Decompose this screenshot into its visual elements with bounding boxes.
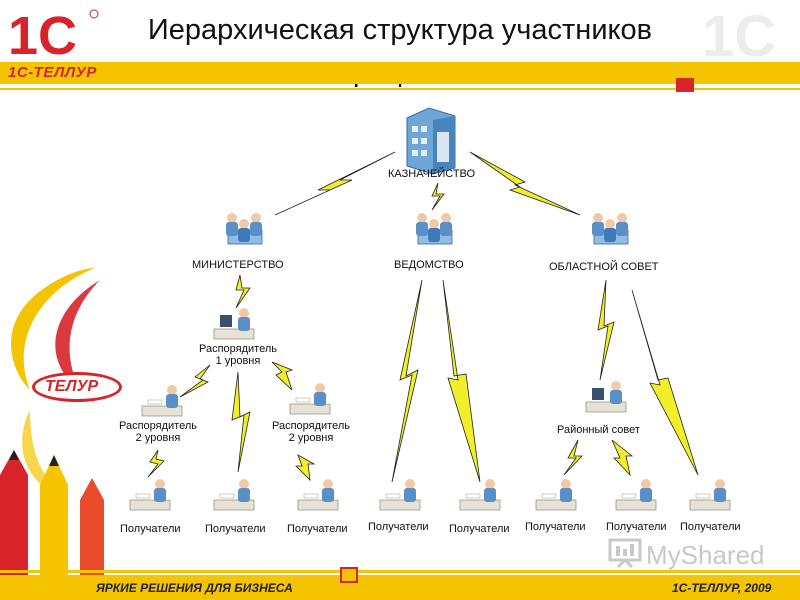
node-label-district-council: Районный совет: [557, 424, 640, 436]
connections: [147, 151, 699, 483]
recipient-label: Получатели: [606, 521, 667, 533]
link-ministry-manager1: [235, 274, 251, 309]
red-square-marker: [676, 78, 694, 92]
link-manager1-manager2right: [271, 361, 294, 391]
node-label-manager1: Распорядитель 1 уровня: [183, 343, 293, 367]
link-treasury-agency: [431, 182, 445, 211]
recipient-label: Получатели: [205, 523, 266, 535]
1c-logo-faded: 1С: [702, 4, 776, 64]
node-label-treasury: КАЗНАЧЕЙСТВО: [388, 168, 476, 180]
worker-icon-recipient: [129, 479, 171, 511]
worker-icon-recipient: [379, 479, 421, 511]
worker-icon-district: [585, 381, 627, 413]
brand-label: 1С-ТЕЛЛУР: [8, 64, 97, 81]
link-manager1-recipient2: [231, 371, 251, 473]
node-label-manager2-left: Распорядитель 2 уровня: [103, 420, 213, 444]
node-label-agency: ВЕДОМСТВО: [394, 259, 464, 271]
link-treasury-regional: [469, 151, 581, 216]
footer-company-year: 1С-ТЕЛЛУР, 2009: [672, 581, 772, 595]
worker-icon-recipient: [297, 479, 339, 511]
link-agency-recipient5: [442, 279, 481, 483]
pencil-icon: [0, 450, 104, 580]
worker-icon-recipient: [459, 479, 501, 511]
worker-icon-recipient: [615, 479, 657, 511]
footer-band-yellow: [0, 570, 800, 573]
page-title-line1: Иерархическая структура участников: [147, 14, 653, 46]
node-label-manager2-right-line1: Распорядитель: [272, 420, 350, 432]
footer-band: [0, 575, 800, 600]
meeting-icon-ministry: [226, 213, 263, 245]
node-label-ministry: МИНИСТЕРСТВО: [192, 259, 284, 271]
building-icon: [406, 107, 456, 175]
link-manager1-manager2left: [179, 364, 211, 398]
worker-icon-recipient: [213, 479, 255, 511]
link-regional-district: [597, 279, 615, 381]
worker-icon-manager2-left: [141, 385, 183, 417]
header-band-line: [0, 88, 800, 90]
telur-logo-text: ТЕЛУР: [45, 378, 99, 395]
recipient-label: Получатели: [680, 521, 741, 533]
recipient-label: Получатели: [368, 521, 429, 533]
worker-icon-recipient: [535, 479, 577, 511]
node-label-manager2-left-line2: 2 уровня: [135, 432, 181, 444]
header-band: [0, 62, 800, 84]
1c-logo: 1С: [8, 6, 99, 62]
node-label-manager1-line2: 1 уровня: [215, 355, 261, 367]
1c-logo-text: 1С: [8, 6, 77, 62]
link-district-recipient6: [563, 439, 583, 476]
footer-red-square: [340, 567, 358, 583]
node-label-manager2-right-line2: 2 уровня: [288, 432, 334, 444]
recipient-label: Получатели: [287, 523, 348, 535]
recipient-label: Получатели: [120, 523, 181, 535]
node-label-manager1-line1: Распорядитель: [199, 343, 277, 355]
link-manager2right-recipient3: [295, 454, 316, 482]
worker-icon-manager2-right: [289, 383, 331, 415]
meeting-icon-regional: [592, 213, 629, 245]
worker-icon-recipient: [689, 479, 731, 511]
link-regional-recipient8: [631, 289, 699, 476]
telur-logo: ТЕЛУР: [32, 372, 122, 402]
left-decoration: [0, 268, 104, 580]
recipient-label: Получатели: [525, 521, 586, 533]
link-district-recipient7: [611, 439, 634, 477]
link-agency-recipient4: [391, 279, 423, 483]
node-label-manager2-left-line1: Распорядитель: [119, 420, 197, 432]
recipient-label: Получатели: [449, 523, 510, 535]
recipient-icons: [129, 479, 731, 511]
worker-icon-manager1: [213, 308, 255, 340]
footer-slogan: ЯРКИЕ РЕШЕНИЯ ДЛЯ БИЗНЕСА: [96, 581, 293, 595]
link-manager2left-recipient1: [147, 449, 165, 478]
presentation-icon: [608, 538, 642, 568]
link-treasury-ministry: [274, 151, 396, 216]
node-label-regional-council: ОБЛАСТНОЙ СОВЕТ: [549, 261, 659, 273]
watermark: MyShared: [646, 540, 765, 570]
svg-text:1С: 1С: [702, 4, 776, 64]
node-label-manager2-right: Распорядитель 2 уровня: [256, 420, 366, 444]
meeting-icon-agency: [416, 213, 453, 245]
